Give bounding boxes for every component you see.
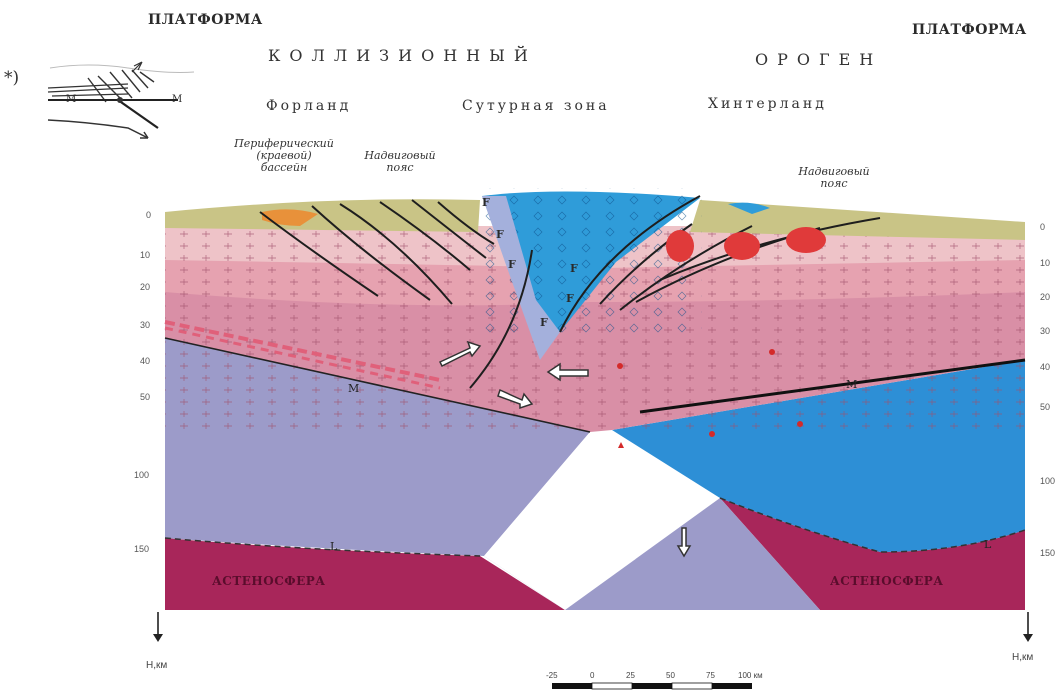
fault-label-1: F [482, 196, 490, 209]
depth-tick-right: 40 [1040, 362, 1050, 372]
depth-tick-left: 30 [140, 320, 150, 330]
depth-tick-right: 10 [1040, 258, 1050, 268]
depth-tick-left: 0 [146, 210, 151, 220]
depth-tick-left: 100 [134, 470, 149, 480]
scale-bar [552, 683, 752, 689]
fault-label-5: F [566, 292, 574, 305]
asthenosphere-label-right: АСТЕНОСФЕРА [830, 574, 944, 588]
depth-tick-left: 40 [140, 356, 150, 366]
depth-unit-left: Н,км [146, 660, 167, 671]
asthenosphere-label-left: АСТЕНОСФЕРА [212, 574, 326, 588]
fault-label-6: F [540, 316, 548, 329]
lab-label-left: L [330, 540, 337, 553]
depth-tick-right: 100 [1040, 476, 1055, 486]
depth-tick-right: 50 [1040, 402, 1050, 412]
depth-tick-left: 10 [140, 250, 150, 260]
depth-tick-left: 20 [140, 282, 150, 292]
scale-label: 50 [666, 671, 675, 680]
depth-tick-right: 20 [1040, 292, 1050, 302]
fault-label-2: F [496, 228, 504, 241]
depth-tick-right: 30 [1040, 326, 1050, 336]
scale-label: 0 [590, 671, 594, 680]
depth-tick-left: 150 [134, 544, 149, 554]
moho-label-left: M [348, 382, 359, 395]
scale-label: 25 [626, 671, 635, 680]
lab-label-right: L [984, 538, 991, 551]
depth-tick-right: 0 [1040, 222, 1045, 232]
depth-tick-right: 150 [1040, 548, 1055, 558]
depth-unit-right: Н,км [1012, 652, 1033, 663]
scale-label: 100 км [738, 671, 763, 680]
depth-tick-left: 50 [140, 392, 150, 402]
fault-label-4: F [570, 262, 578, 275]
scale-label: 75 [706, 671, 715, 680]
scale-label: -25 [546, 671, 558, 680]
fault-label-3: F [508, 258, 516, 271]
moho-label-right: M [846, 378, 857, 391]
